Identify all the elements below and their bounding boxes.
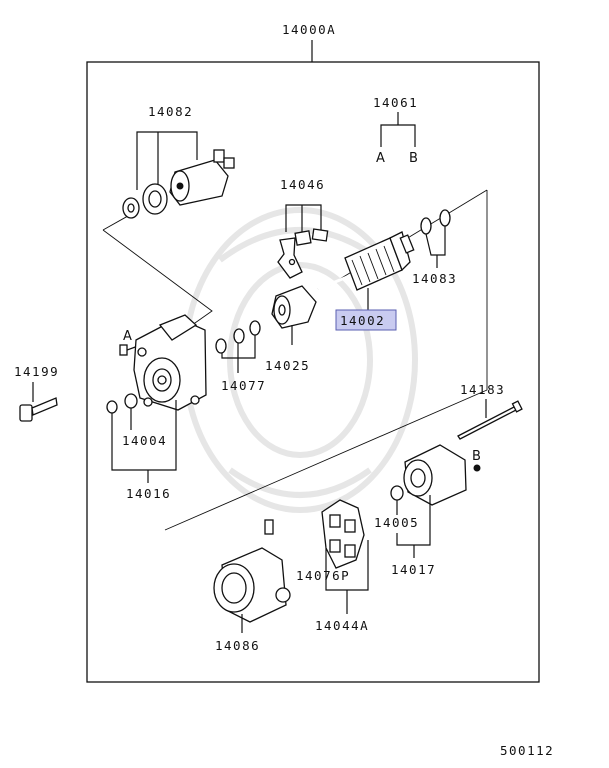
label-armature[interactable]: 14002 (340, 313, 385, 328)
clutch-washers (215, 320, 261, 354)
label-screw-b[interactable]: B (472, 449, 481, 464)
label-through-bolt[interactable]: 14183 (460, 382, 505, 397)
label-bushing-05[interactable]: 14005 (374, 515, 419, 530)
drive-housing (133, 314, 207, 411)
mounting-bolt (19, 397, 58, 422)
assembly-frame (86, 61, 540, 683)
screw-b (473, 464, 481, 472)
label-washer-83[interactable]: 14083 (412, 271, 457, 286)
armature (317, 231, 415, 291)
label-assembly[interactable]: 14000A (282, 22, 336, 37)
label-kit[interactable]: 14061 (373, 95, 418, 110)
label-end-frame[interactable]: 14017 (391, 562, 436, 577)
end-frame-bushing (390, 485, 404, 501)
label-solenoid[interactable]: 14082 (148, 104, 193, 119)
label-clutch[interactable]: 14025 (265, 358, 310, 373)
housing-bushing (124, 393, 138, 409)
solenoid-switch (169, 149, 235, 206)
armature-washers (420, 209, 451, 235)
lever-holder (294, 230, 312, 246)
label-lever[interactable]: 14046 (280, 177, 325, 192)
housing-washer (106, 400, 118, 414)
label-brush-holder[interactable]: 14044A (315, 618, 369, 633)
label-bushing[interactable]: 14004 (122, 433, 167, 448)
label-kit-b[interactable]: B (409, 151, 418, 166)
label-housing[interactable]: 14016 (126, 486, 171, 501)
highlight-armature (335, 309, 397, 331)
commutator-end-frame (403, 444, 467, 506)
through-bolt (457, 400, 523, 440)
label-brush-plate[interactable]: 14076P (296, 568, 350, 583)
label-washers-77[interactable]: 14077 (221, 378, 266, 393)
label-bolt-a[interactable]: A (123, 329, 132, 344)
label-bolt[interactable]: 14199 (14, 364, 59, 379)
overrunning-clutch (271, 285, 317, 329)
drive-lever (277, 237, 303, 279)
field-yoke (213, 519, 291, 623)
label-kit-a[interactable]: A (376, 151, 385, 166)
solenoid-gasket (142, 183, 168, 215)
diagram-number: 500112 (500, 743, 554, 758)
brush-holder-assembly (321, 499, 365, 569)
label-yoke[interactable]: 14086 (215, 638, 260, 653)
lever-plate (311, 228, 329, 242)
solenoid-washer (122, 197, 140, 219)
